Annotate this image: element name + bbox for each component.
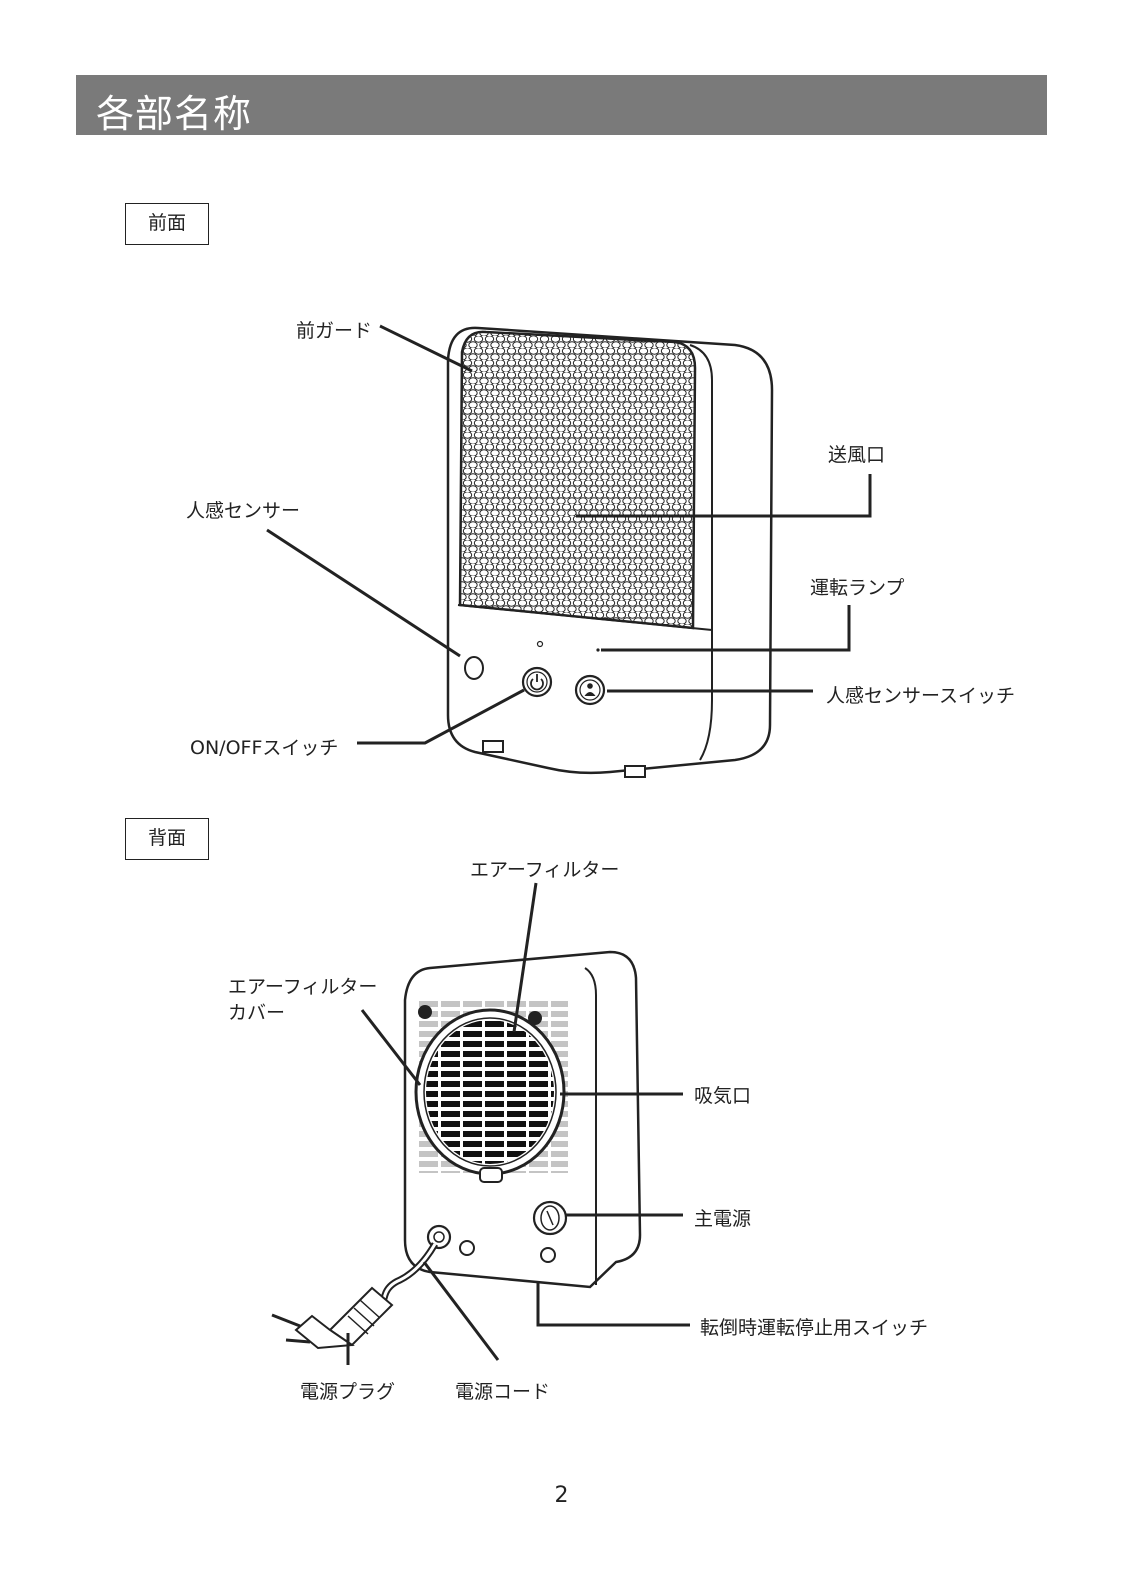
label-main-power: 主電源: [694, 1204, 751, 1231]
power-plug: [272, 1288, 392, 1348]
label-power-cord: 電源コード: [455, 1377, 550, 1404]
label-air-filter-cover-line2: カバー: [228, 998, 285, 1025]
label-power-plug: 電源プラグ: [300, 1377, 395, 1404]
label-tip-over-switch: 転倒時運転停止用スイッチ: [700, 1313, 928, 1340]
page-number: 2: [0, 1483, 1123, 1508]
label-air-filter: エアーフィルター: [470, 855, 619, 882]
label-air-intake: 吸気口: [694, 1081, 751, 1108]
label-air-filter-cover-line1: エアーフィルター: [228, 972, 377, 999]
